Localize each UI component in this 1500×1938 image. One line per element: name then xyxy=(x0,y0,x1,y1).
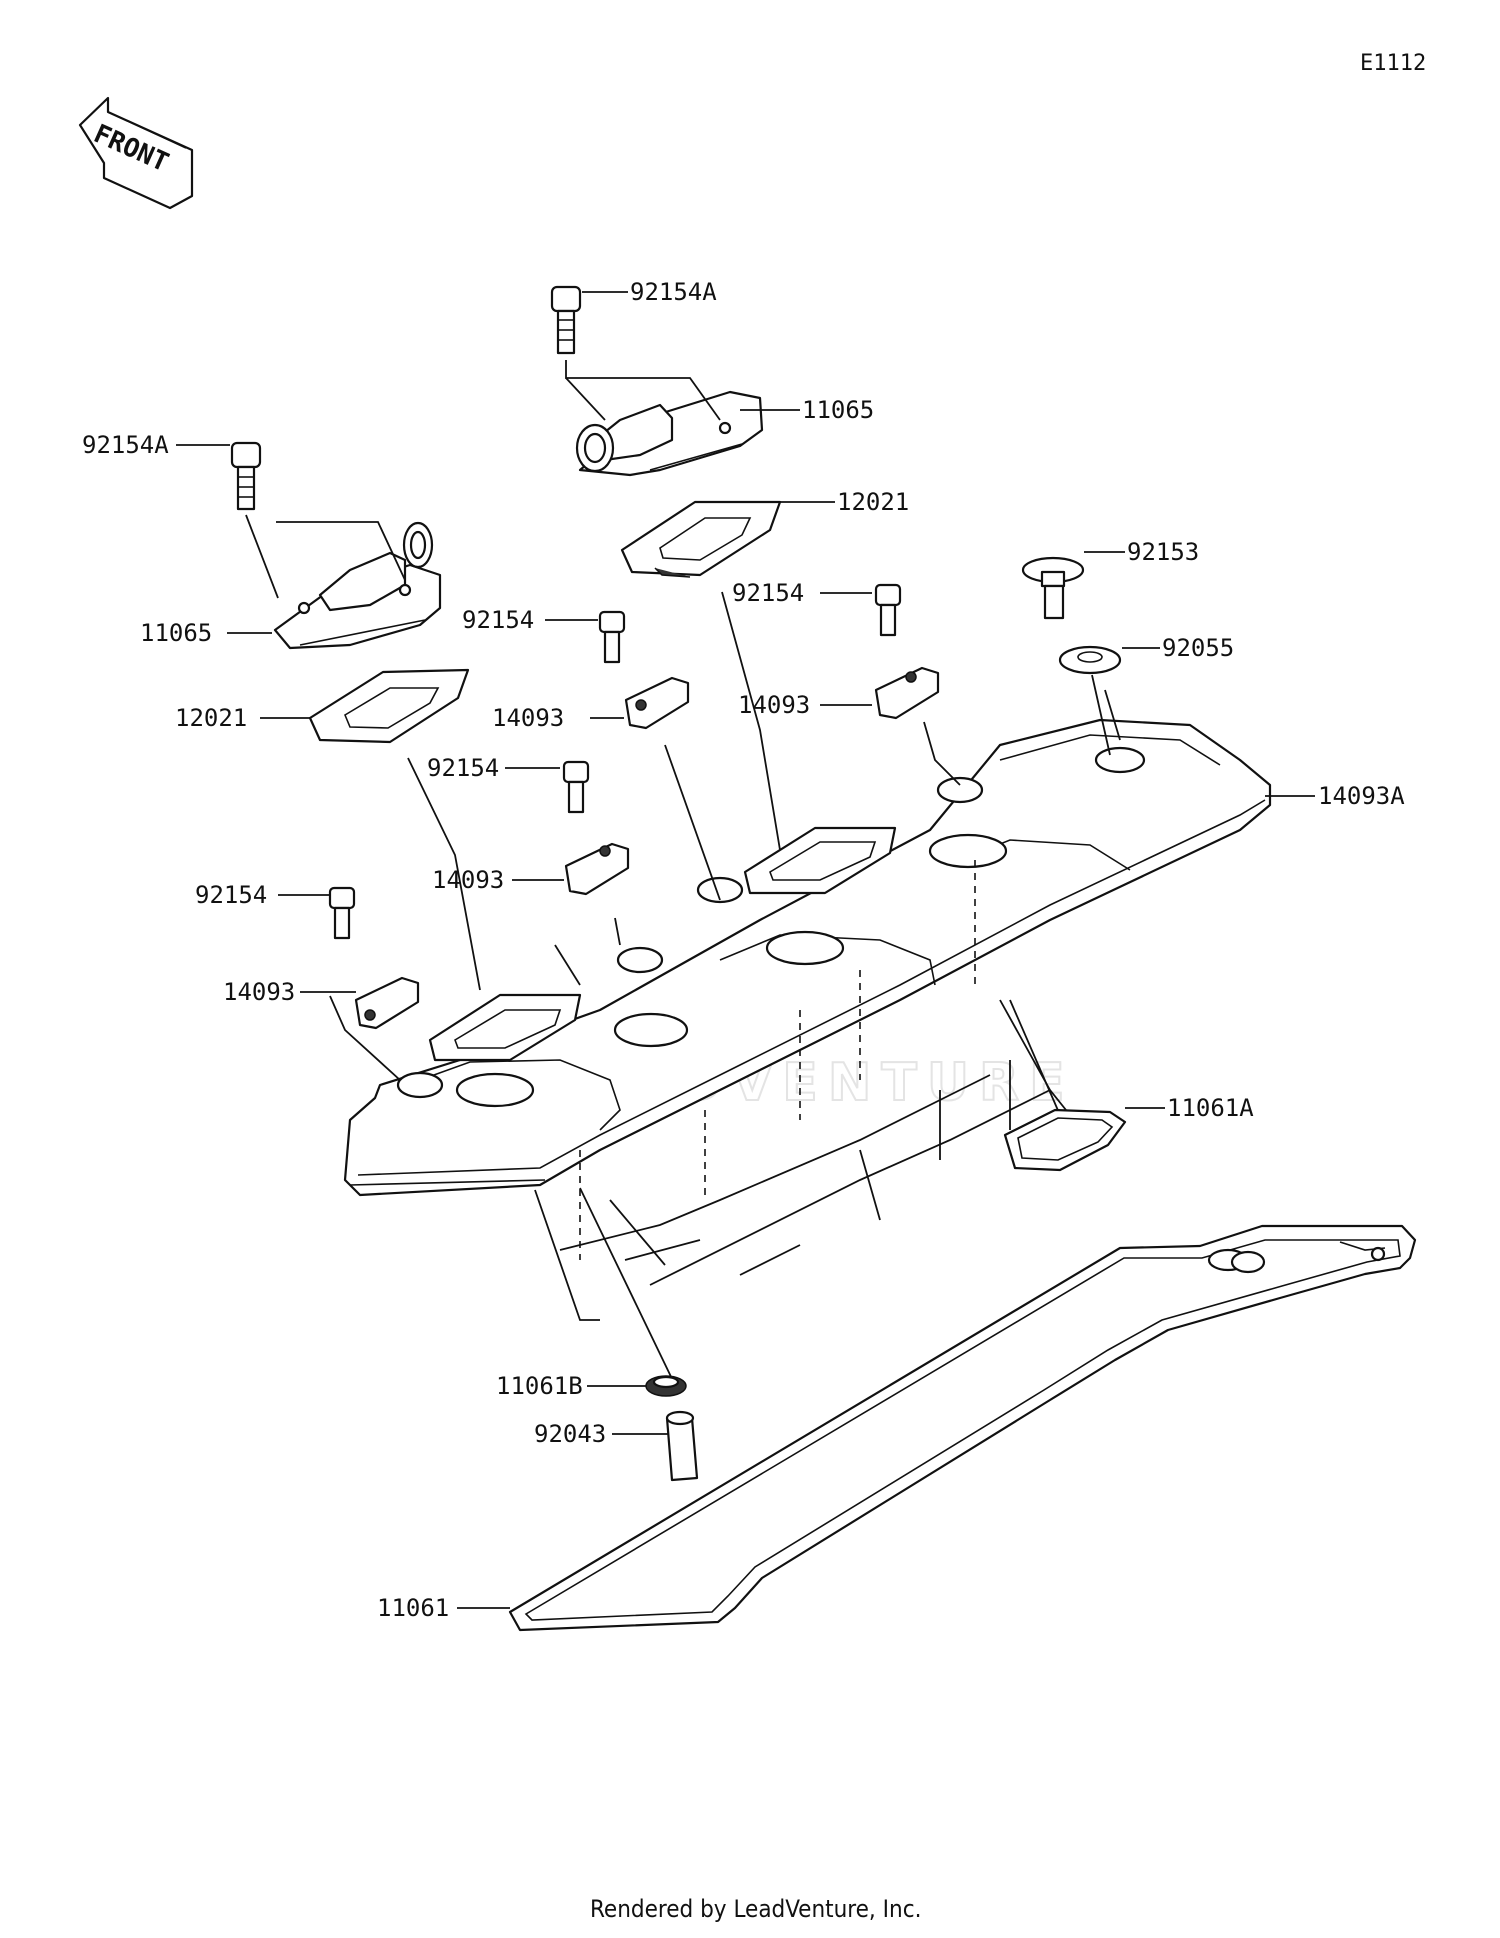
seal-11061A xyxy=(1003,1108,1127,1172)
bolt-92154A-left xyxy=(230,441,262,511)
callout-14093-mid-right: 14093 xyxy=(738,691,810,719)
bolt-92154A-top xyxy=(550,285,582,355)
grommet-14093-mid-right xyxy=(874,666,940,720)
callout-14093-mid: 14093 xyxy=(492,704,564,732)
gasket-12021-top xyxy=(620,500,782,578)
bolt-92154-lower xyxy=(562,760,590,814)
callout-14093-lower: 14093 xyxy=(432,866,504,894)
gasket-11061 xyxy=(508,1224,1417,1632)
grommet-14093-lower xyxy=(564,842,630,896)
bolt-92154-bottom xyxy=(328,886,356,940)
callout-92055: 92055 xyxy=(1162,634,1234,662)
bolt-92154-mid-right xyxy=(874,583,902,637)
cylinder-head-cover xyxy=(343,718,1272,1197)
callout-92154A-top: 92154A xyxy=(630,278,717,306)
bolt-92154-mid xyxy=(598,610,626,664)
callout-92154-mid-right: 92154 xyxy=(732,579,804,607)
callout-11061A: 11061A xyxy=(1167,1094,1254,1122)
grommet-14093-mid xyxy=(624,676,690,730)
callout-92154-bottom: 92154 xyxy=(195,881,267,909)
footer-credit: Rendered by LeadVenture, Inc. xyxy=(590,1895,921,1923)
grommet-14093-bottom xyxy=(354,976,420,1030)
front-arrow-icon: FRONT xyxy=(78,96,194,210)
diagram-reference: E1112 xyxy=(1360,51,1426,76)
callout-12021-right: 12021 xyxy=(837,488,909,516)
gasket-12021-left xyxy=(308,668,470,744)
washer-11061B xyxy=(645,1375,687,1397)
callout-92154-lower: 92154 xyxy=(427,754,499,782)
callout-92153: 92153 xyxy=(1127,538,1199,566)
callout-11061B: 11061B xyxy=(496,1372,583,1400)
callout-14093A: 14093A xyxy=(1318,782,1405,810)
callout-92154A-left: 92154A xyxy=(82,431,169,459)
callout-11061: 11061 xyxy=(377,1594,449,1622)
callout-12021-left: 12021 xyxy=(175,704,247,732)
breather-cover-top xyxy=(575,390,764,477)
callout-11065-top: 11065 xyxy=(802,396,874,424)
callout-14093-bottom: 14093 xyxy=(223,978,295,1006)
breather-cover-left xyxy=(273,521,442,650)
callout-92043: 92043 xyxy=(534,1420,606,1448)
callout-92154-mid: 92154 xyxy=(462,606,534,634)
pin-92043 xyxy=(665,1410,699,1482)
bolt-92153 xyxy=(1021,556,1085,620)
washer-92055 xyxy=(1058,645,1122,675)
callout-11065-left: 11065 xyxy=(140,619,212,647)
